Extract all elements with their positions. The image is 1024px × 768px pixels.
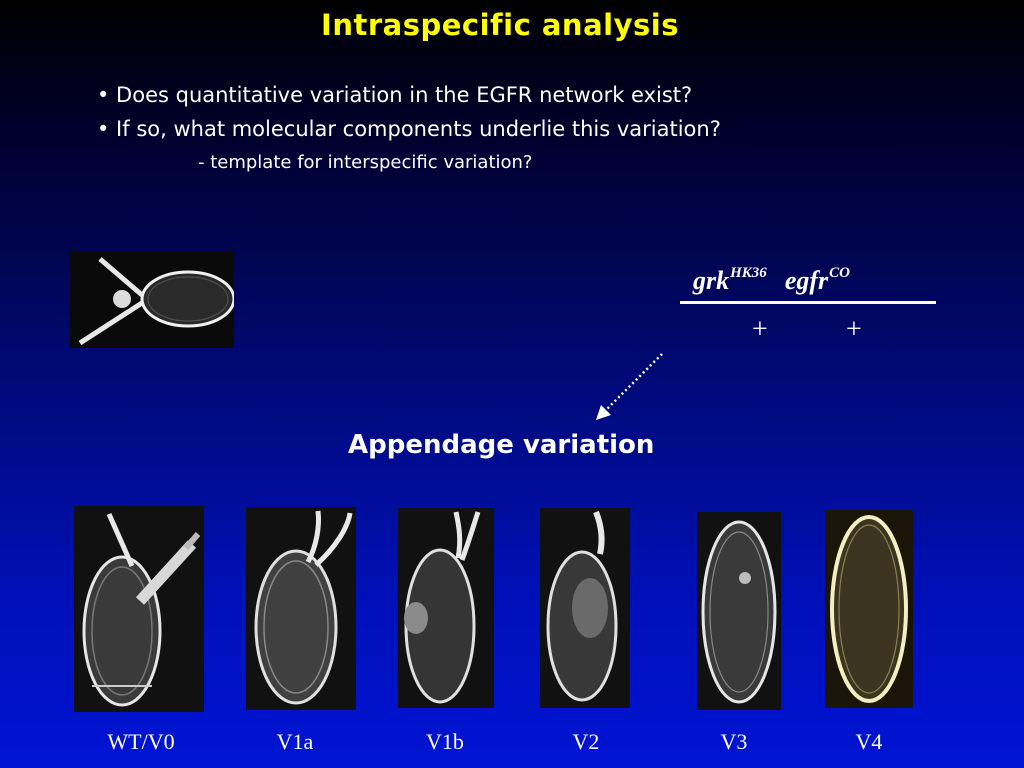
egg-label-wt: WT/V0 xyxy=(107,729,175,754)
egg-photo-v1a xyxy=(246,507,356,710)
bullet-question-2: • If so, what molecular components under… xyxy=(97,117,721,141)
slide-title: Intraspecific analysis xyxy=(321,8,679,42)
egg-label-v4: V4 xyxy=(855,729,883,754)
plus-sign-2: + xyxy=(846,314,862,345)
section-title: Appendage variation xyxy=(348,430,655,460)
egg-photo-v2 xyxy=(540,508,630,708)
plus-sign-1: + xyxy=(752,314,768,345)
genotype-label: grkHK36 egfrCO xyxy=(693,265,850,296)
sub-bullet: - template for interspecific variation? xyxy=(198,152,533,173)
bullet-question-1: • Does quantitative variation in the EGF… xyxy=(97,83,693,107)
allele-co: CO xyxy=(829,265,850,281)
egg-label-v1b: V1b xyxy=(426,729,464,754)
genotype-divider xyxy=(680,301,936,304)
egg-label-v2: V2 xyxy=(572,729,600,754)
egg-photo-reference xyxy=(70,251,234,348)
egg-photo-wt xyxy=(74,506,204,712)
dotted-arrow-icon xyxy=(596,353,663,420)
gene-egfr: egfr xyxy=(784,266,829,295)
egg-photo-v1b xyxy=(398,508,494,708)
egg-label-v3: V3 xyxy=(720,729,748,754)
egg-label-v1a: V1a xyxy=(276,729,314,754)
gene-grk: grk xyxy=(693,266,730,295)
allele-hk36: HK36 xyxy=(730,265,767,281)
egg-photo-v3 xyxy=(697,512,781,710)
egg-photo-v4 xyxy=(825,510,913,708)
